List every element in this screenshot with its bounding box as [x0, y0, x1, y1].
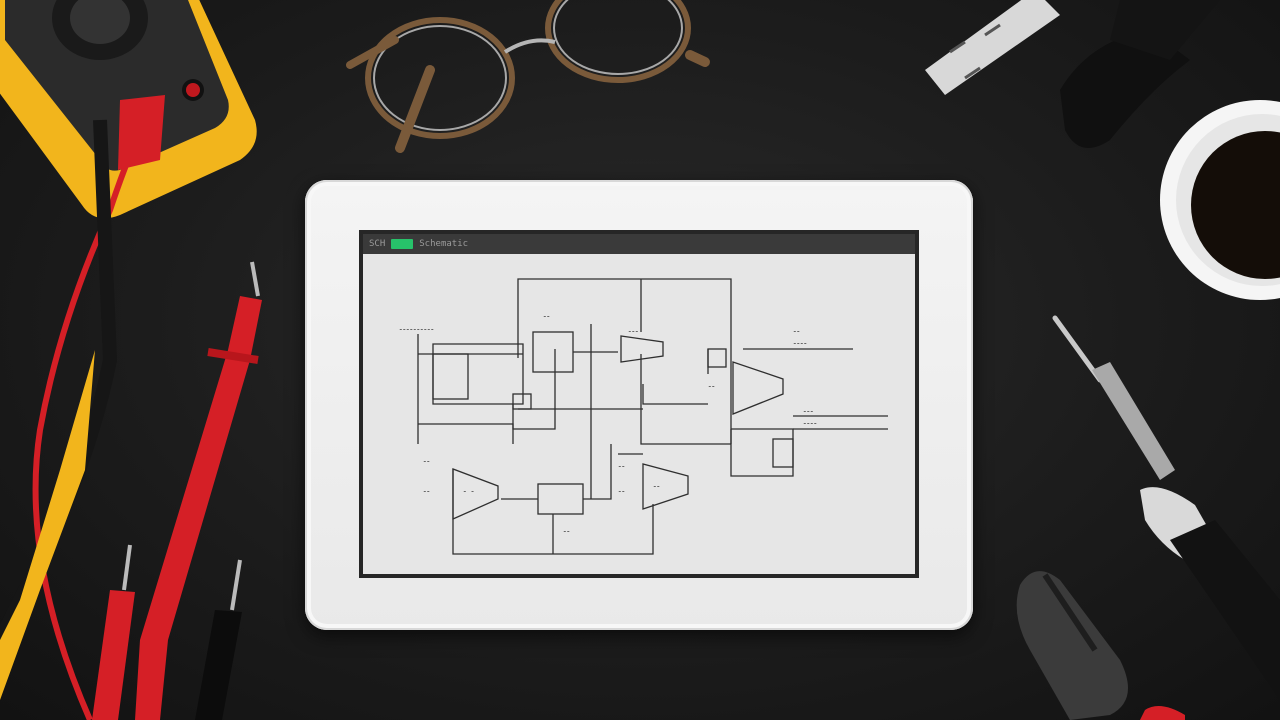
status-indicator [391, 239, 414, 249]
svg-text:⁃⁃: ⁃⁃ [618, 488, 625, 496]
svg-text:⁃⁃: ⁃⁃ [423, 488, 430, 496]
app-titlebar: SCH Schematic [363, 234, 915, 254]
test-probes [0, 95, 262, 720]
svg-text:⁃⁃⁃⁃: ⁃⁃⁃⁃ [793, 340, 807, 348]
svg-text:⁃⁃⁃⁃: ⁃⁃⁃⁃ [803, 420, 817, 428]
coffee-cup [1160, 100, 1280, 300]
svg-text:⁃⁃: ⁃⁃ [653, 483, 660, 491]
svg-text:⁃⁃: ⁃⁃ [793, 328, 800, 336]
eyeglasses [346, 0, 710, 153]
soldering-iron [1052, 315, 1280, 700]
svg-text:⁃⁃⁃⁃⁃⁃⁃⁃⁃⁃: ⁃⁃⁃⁃⁃⁃⁃⁃⁃⁃ [399, 326, 434, 334]
tablet: SCH Schematic [305, 180, 973, 630]
app-title: Schematic [419, 239, 469, 249]
pliers [1016, 571, 1185, 720]
schematic-labels: ⁃⁃⁃⁃⁃⁃⁃⁃⁃⁃ ⁃⁃ ⁃⁃⁃ ⁃⁃ ⁃⁃⁃⁃ ⁃⁃⁃ ⁃⁃⁃⁃ ⁃⁃ ⁃⁃… [399, 313, 817, 536]
svg-text:⁃ ⁃: ⁃ ⁃ [463, 488, 474, 496]
svg-text:⁃⁃: ⁃⁃ [543, 313, 550, 321]
screwdriver [925, 0, 1220, 148]
svg-text:⁃⁃: ⁃⁃ [563, 528, 570, 536]
svg-text:⁃⁃: ⁃⁃ [618, 463, 625, 471]
circuit-schematic: ⁃⁃⁃⁃⁃⁃⁃⁃⁃⁃ ⁃⁃ ⁃⁃⁃ ⁃⁃ ⁃⁃⁃⁃ ⁃⁃⁃ ⁃⁃⁃⁃ ⁃⁃ ⁃⁃… [399, 278, 888, 555]
svg-text:⁃⁃⁃: ⁃⁃⁃ [628, 328, 639, 336]
svg-text:⁃⁃: ⁃⁃ [708, 383, 715, 391]
tablet-screen: SCH Schematic [359, 230, 919, 578]
app-title-left: SCH [369, 239, 386, 249]
svg-text:⁃⁃: ⁃⁃ [423, 458, 430, 466]
svg-text:⁃⁃⁃: ⁃⁃⁃ [803, 408, 814, 416]
